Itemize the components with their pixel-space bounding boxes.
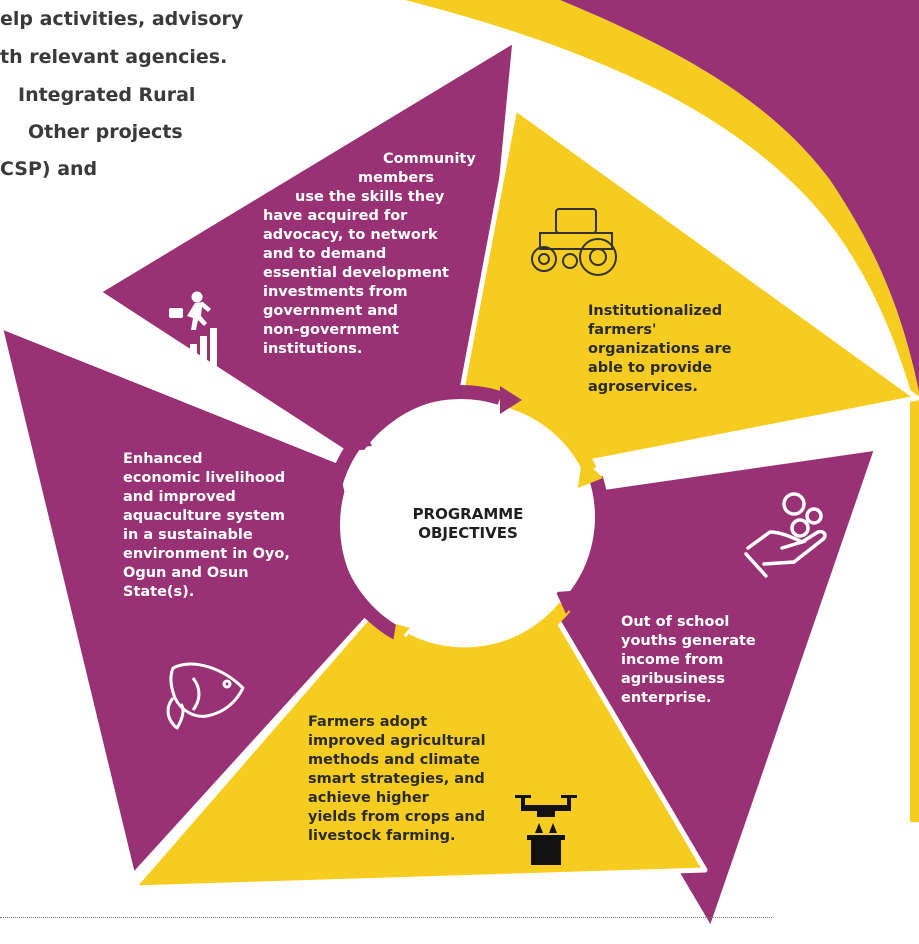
objective-farmers-adopt-text: Farmers adopt improved agricultural meth… — [308, 713, 518, 846]
career-growth-icon — [169, 291, 217, 367]
objective-aquaculture-text: Enhanced economic livelihood and improve… — [123, 450, 323, 602]
objective-line: Community — [383, 151, 476, 167]
hand-coins-icon — [744, 492, 827, 578]
center-circle — [356, 413, 580, 637]
objective-line: economic livelihood — [123, 470, 286, 486]
objective-line: and improved — [123, 489, 236, 505]
center-title-line: OBJECTIVES — [418, 524, 518, 542]
objective-line: Enhanced — [123, 451, 203, 467]
objective-line: Farmers adopt — [308, 714, 428, 730]
objective-line: organizations are — [588, 341, 732, 357]
objective-line: and to demand — [263, 246, 387, 262]
drone-icon — [515, 795, 577, 865]
objective-line: Out of school — [621, 614, 730, 630]
objective-line: methods and climate — [308, 752, 480, 768]
tractor-icon — [531, 208, 617, 276]
objective-community-text: Community members use the skills they ha… — [263, 150, 493, 359]
objective-line: income from — [621, 652, 724, 668]
objective-line: investments from — [263, 284, 408, 300]
corner-yellow-band — [405, 0, 919, 420]
objective-youths-text: Out of school youths generate income fro… — [621, 613, 781, 708]
objective-line: Ogun and Osun — [123, 565, 249, 581]
objective-line: use the skills they — [295, 189, 445, 205]
objective-line: members — [358, 170, 435, 186]
intro-line: Other projects — [28, 121, 183, 143]
corner-purple-shape — [560, 0, 919, 392]
objective-line: government and — [263, 303, 398, 319]
objective-line: achieve higher — [308, 790, 429, 806]
intro-line: CSP) and — [0, 158, 98, 180]
objective-line: enterprise. — [621, 690, 712, 706]
objective-line: yields from crops and — [308, 809, 486, 825]
dotted-divider — [0, 917, 772, 918]
objective-farmers-orgs-text: Institutionalized farmers' organizations… — [588, 302, 768, 397]
edge-strip-yellow — [910, 392, 919, 822]
objective-line: non-government — [263, 322, 399, 338]
objective-line: agribusiness — [621, 671, 726, 687]
intro-line: Integrated Rural — [18, 84, 196, 106]
cycle-arrows — [323, 385, 609, 662]
objective-line: advocacy, to network — [263, 227, 438, 243]
objective-line: have acquired for — [263, 208, 408, 224]
objective-line: youths generate — [621, 633, 756, 649]
objective-line: in a sustainable — [123, 527, 253, 543]
objective-line: improved agricultural — [308, 733, 486, 749]
objective-line: livestock farming. — [308, 828, 456, 844]
objective-line: smart strategies, and — [308, 771, 485, 787]
intro-line: th relevant agencies. — [0, 46, 228, 68]
center-title-line: PROGRAMME — [412, 505, 524, 523]
objective-line: Institutionalized — [588, 303, 723, 319]
center-title: PROGRAMME OBJECTIVES — [376, 505, 560, 543]
objective-line: able to provide — [588, 360, 713, 376]
intro-line: elp activities, advisory — [0, 8, 244, 30]
objective-line: State(s). — [123, 584, 195, 600]
objective-line: agroservices. — [588, 379, 698, 395]
fish-icon — [166, 662, 245, 730]
objective-line: aquaculture system — [123, 508, 286, 524]
objective-line: environment in Oyo, — [123, 546, 290, 562]
objective-line: institutions. — [263, 341, 363, 357]
objective-line: farmers' — [588, 322, 657, 338]
objective-line: essential development — [263, 265, 449, 281]
